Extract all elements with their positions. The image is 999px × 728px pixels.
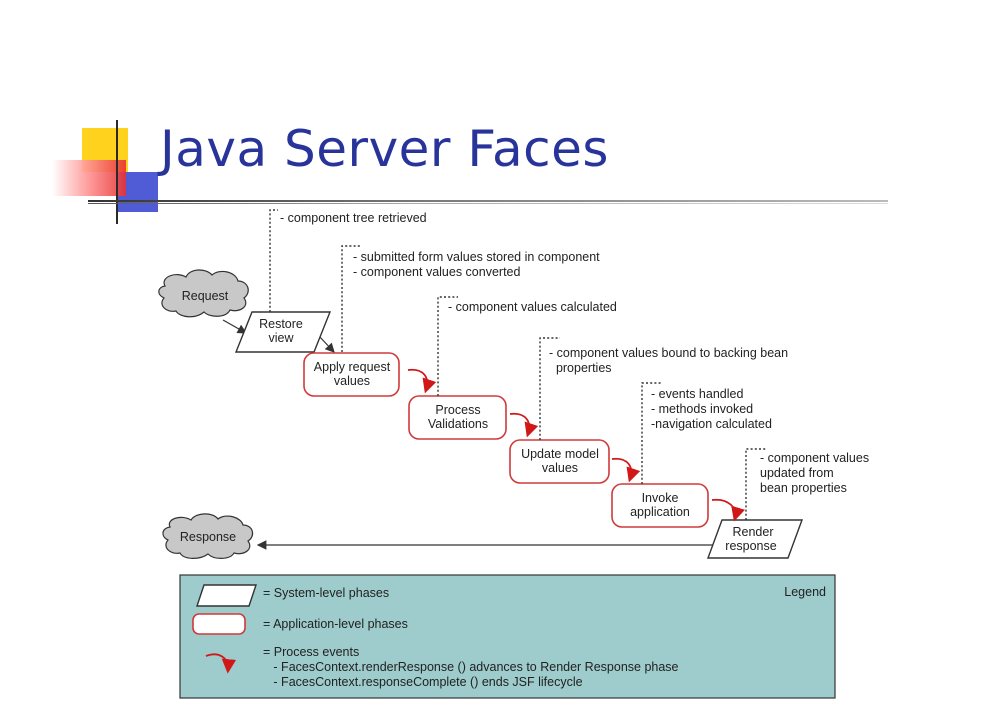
legend-events-line-3: - FacesContext.responseComplete () ends …	[263, 675, 583, 689]
note-line-restore	[269, 209, 278, 312]
note-invoke: - events handled - methods invoked -navi…	[651, 387, 772, 431]
response-label: Response	[180, 530, 236, 544]
note-process-line-1: - component values calculated	[448, 300, 617, 314]
note-invoke-line-1: - events handled	[651, 387, 743, 401]
legend-events-line-2: - FacesContext.renderResponse () advance…	[263, 660, 679, 674]
legend-system-shape	[196, 584, 257, 607]
note-update-line-1: - component values bound to backing bean	[549, 346, 788, 360]
phase-invoke-application: Invoke application	[611, 483, 709, 528]
phase-restore-view: Restore view	[234, 311, 332, 353]
phase-apply-request-values: Apply request values	[303, 352, 400, 397]
note-update-line-2: properties	[549, 361, 612, 375]
legend-application-shape	[192, 613, 246, 635]
note-render: - component values updated from bean pro…	[760, 451, 869, 495]
phase-restore-view-line-2: view	[268, 331, 294, 345]
note-invoke-line-2: - methods invoked	[651, 402, 753, 416]
note-invoke-line-3: -navigation calculated	[651, 417, 772, 431]
phase-render-line-2: response	[725, 539, 776, 553]
note-update: - component values bound to backing bean…	[549, 346, 788, 375]
corner-vertical-line	[116, 120, 118, 224]
slide-title: Java Server Faces	[160, 120, 609, 178]
request-to-restore-arrow	[222, 319, 248, 334]
phase-render-response: Render response	[706, 519, 804, 559]
note-line-update	[539, 337, 560, 440]
phase-process-line-2: Validations	[428, 417, 488, 431]
phase-restore-view-line-1: Restore	[259, 317, 303, 331]
phase-invoke-line-2: application	[630, 505, 690, 519]
legend-application-label: = Application-level phases	[263, 617, 408, 631]
note-process: - component values calculated	[448, 300, 617, 314]
note-apply: - submitted form values stored in compon…	[353, 250, 600, 279]
note-line-render	[745, 448, 766, 520]
corner-horizontal-line	[88, 200, 888, 202]
phase-render-line-1: Render	[733, 525, 774, 539]
phase-update-line-1: Update model	[521, 447, 599, 461]
request-label: Request	[182, 289, 229, 303]
legend-panel: Legend = System-level phases = Applicati…	[179, 574, 836, 699]
note-render-line-3: bean properties	[760, 481, 847, 495]
legend-events-line-1: = Process events	[263, 645, 359, 659]
phase-apply-line-1: Apply request	[314, 360, 391, 374]
note-render-line-2: updated from	[760, 466, 834, 480]
phase-update-model-values: Update model values	[509, 439, 610, 484]
process-event-arrow-2	[509, 412, 539, 438]
process-event-arrow-1	[407, 368, 437, 394]
note-apply-line-2: - component values converted	[353, 265, 521, 279]
note-restore: - component tree retrieved	[280, 211, 427, 225]
phase-update-line-2: values	[542, 461, 578, 475]
note-line-apply	[341, 245, 362, 352]
phase-apply-line-2: values	[334, 374, 370, 388]
legend-system-label: = System-level phases	[263, 586, 389, 600]
request-cloud: Request	[158, 269, 249, 318]
process-event-arrow-4	[711, 498, 745, 522]
phase-process-validations: Process Validations	[408, 395, 507, 440]
phase-invoke-line-1: Invoke	[642, 491, 679, 505]
legend-title: Legend	[784, 585, 826, 599]
corner-horizontal-line-2	[88, 203, 888, 204]
corner-red-gradient	[52, 160, 126, 196]
note-apply-line-1: - submitted form values stored in compon…	[353, 250, 600, 264]
legend-process-event-arrow	[205, 653, 237, 674]
process-event-arrow-3	[611, 457, 641, 483]
note-line-invoke	[641, 382, 662, 484]
phase-process-line-1: Process	[435, 403, 480, 417]
restore-to-apply-arrow	[317, 334, 335, 353]
note-restore-line-1: - component tree retrieved	[280, 211, 427, 225]
response-cloud: Response	[162, 513, 254, 559]
note-render-line-1: - component values	[760, 451, 869, 465]
